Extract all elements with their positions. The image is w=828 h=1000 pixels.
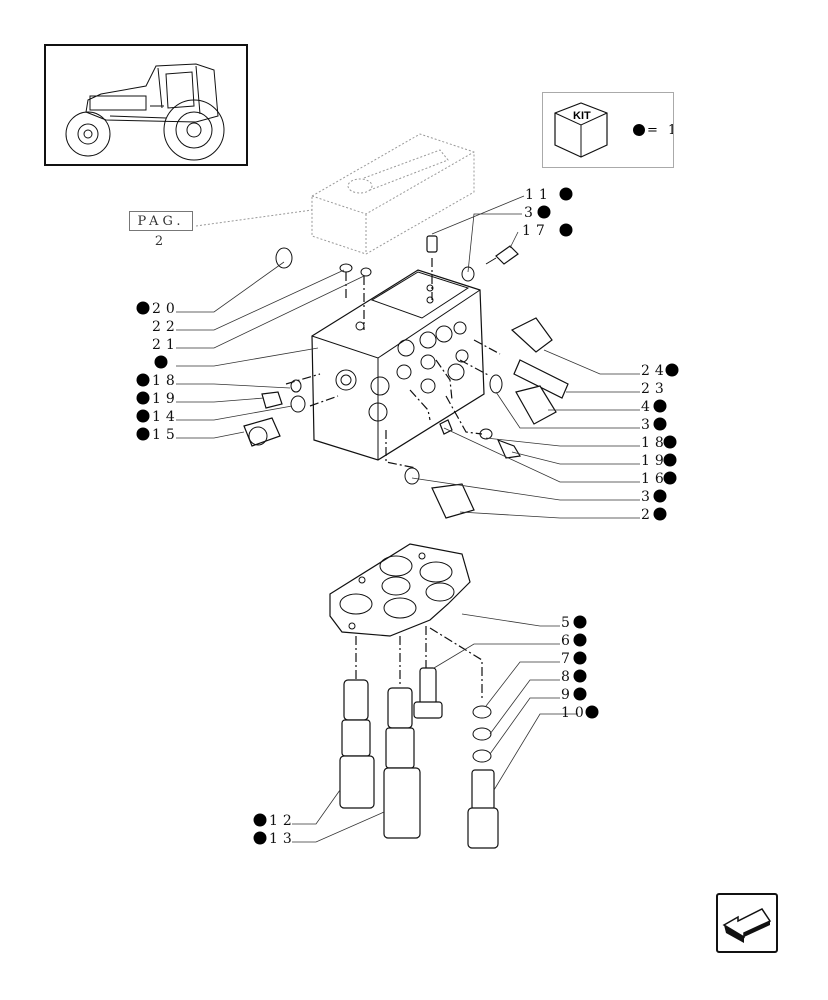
callout-leaders — [176, 195, 640, 843]
callout-number: 22 — [152, 319, 180, 335]
kit-bullet-icon — [136, 409, 150, 423]
callout-number: 12 — [269, 813, 297, 829]
kit-bullet-icon — [559, 187, 573, 201]
callout-number: 17 — [522, 223, 550, 239]
kit-bullet-icon — [653, 507, 667, 521]
reference-block-ghost — [195, 133, 475, 255]
callout-3[interactable]: 3 — [641, 489, 667, 505]
callout-number: 18 — [152, 373, 180, 389]
kit-bullet-icon — [653, 489, 667, 503]
callout-6[interactable]: 6 — [561, 633, 587, 649]
kit-bullet-icon — [154, 355, 168, 369]
callout-11[interactable]: 11 — [525, 187, 573, 203]
callout-number: 14 — [152, 409, 180, 425]
callout-23[interactable]: 23 — [641, 381, 669, 397]
callout-5[interactable]: 5 — [561, 615, 587, 631]
kit-bullet-icon — [573, 669, 587, 683]
kit-bullet-icon — [136, 301, 150, 315]
callout-14[interactable]: 14 — [136, 409, 180, 425]
callout-18[interactable]: 18 — [641, 435, 677, 451]
assembly-centerlines — [285, 258, 501, 469]
kit-bullet-icon — [253, 813, 267, 827]
callout-number: 18 — [641, 435, 669, 451]
manifold-plate — [329, 543, 471, 637]
page-reference-tag[interactable]: PAG. 2 — [129, 211, 193, 249]
callout-number: 24 — [641, 363, 669, 379]
kit-bullet-icon — [136, 373, 150, 387]
kit-legend: KIT = 1 — [542, 92, 676, 168]
callout-number: 5 — [561, 615, 575, 631]
callout-21[interactable]: 21 — [152, 337, 180, 353]
callout-number: 11 — [525, 187, 553, 203]
kit-bullet-icon — [573, 615, 587, 629]
callout-24[interactable]: 24 — [641, 363, 679, 379]
callout-number: 20 — [152, 301, 180, 317]
callout-2[interactable]: 2 — [641, 507, 667, 523]
kit-title: KIT — [573, 110, 591, 122]
callout-number: 23 — [641, 381, 669, 397]
valve-block — [311, 269, 485, 461]
callout-19[interactable]: 19 — [641, 453, 677, 469]
kit-bullet-icon — [653, 417, 667, 431]
kit-bullet-icon — [136, 391, 150, 405]
callout-9[interactable]: 9 — [561, 687, 587, 703]
callout-number: 21 — [152, 337, 180, 353]
kit-bullet-icon — [663, 471, 677, 485]
callout-13[interactable]: 13 — [253, 831, 297, 847]
previous-page-button[interactable] — [716, 893, 778, 953]
callout-number: 13 — [269, 831, 297, 847]
tractor-icon — [65, 63, 225, 161]
kit-bullet-icon — [663, 435, 677, 449]
callout-17[interactable]: 17 — [522, 223, 573, 239]
callout-3[interactable]: 3 — [524, 205, 551, 221]
callout-number: 3 — [524, 205, 538, 221]
kit-legend-graphic: KIT = 1 — [554, 102, 676, 158]
callout-10[interactable]: 10 — [561, 705, 599, 721]
callout-number: 4 — [641, 399, 655, 415]
callout-number: 6 — [561, 633, 575, 649]
kit-dot-icon — [633, 124, 645, 136]
kit-bullet-icon — [253, 831, 267, 845]
callout-unnumbered[interactable] — [154, 355, 168, 369]
callout-number: 2 — [641, 507, 655, 523]
callout-8[interactable]: 8 — [561, 669, 587, 685]
callout-number: 3 — [641, 417, 655, 433]
callout-number: 16 — [641, 471, 669, 487]
callout-16[interactable]: 16 — [641, 471, 677, 487]
kit-bullet-icon — [573, 687, 587, 701]
callout-15[interactable]: 15 — [136, 427, 180, 443]
kit-bullet-icon — [585, 705, 599, 719]
callout-18[interactable]: 18 — [136, 373, 180, 389]
callout-number: 15 — [152, 427, 180, 443]
callout-number: 8 — [561, 669, 575, 685]
kit-bullet-icon — [653, 399, 667, 413]
kit-equals: = 1 — [647, 123, 673, 138]
callout-number: 9 — [561, 687, 575, 703]
callout-number: 19 — [641, 453, 669, 469]
callout-19[interactable]: 19 — [136, 391, 180, 407]
callout-22[interactable]: 22 — [152, 319, 180, 335]
callout-number: 10 — [561, 705, 589, 721]
kit-bullet-icon — [665, 363, 679, 377]
callout-7[interactable]: 7 — [561, 651, 587, 667]
kit-bullet-icon — [663, 453, 677, 467]
callout-20[interactable]: 20 — [136, 301, 180, 317]
callout-number: 19 — [152, 391, 180, 407]
callout-12[interactable]: 12 — [253, 813, 297, 829]
kit-bullet-icon — [537, 205, 551, 219]
spool-cartridges — [339, 626, 499, 849]
tractor-thumbnail — [44, 44, 248, 166]
arrow-back-icon — [722, 908, 772, 943]
callout-number: 3 — [641, 489, 655, 505]
callout-3[interactable]: 3 — [641, 417, 667, 433]
kit-bullet-icon — [136, 427, 150, 441]
callout-number: 7 — [561, 651, 575, 667]
kit-bullet-icon — [573, 651, 587, 665]
kit-bullet-icon — [573, 633, 587, 647]
kit-bullet-icon — [559, 223, 573, 237]
callout-4[interactable]: 4 — [641, 399, 667, 415]
